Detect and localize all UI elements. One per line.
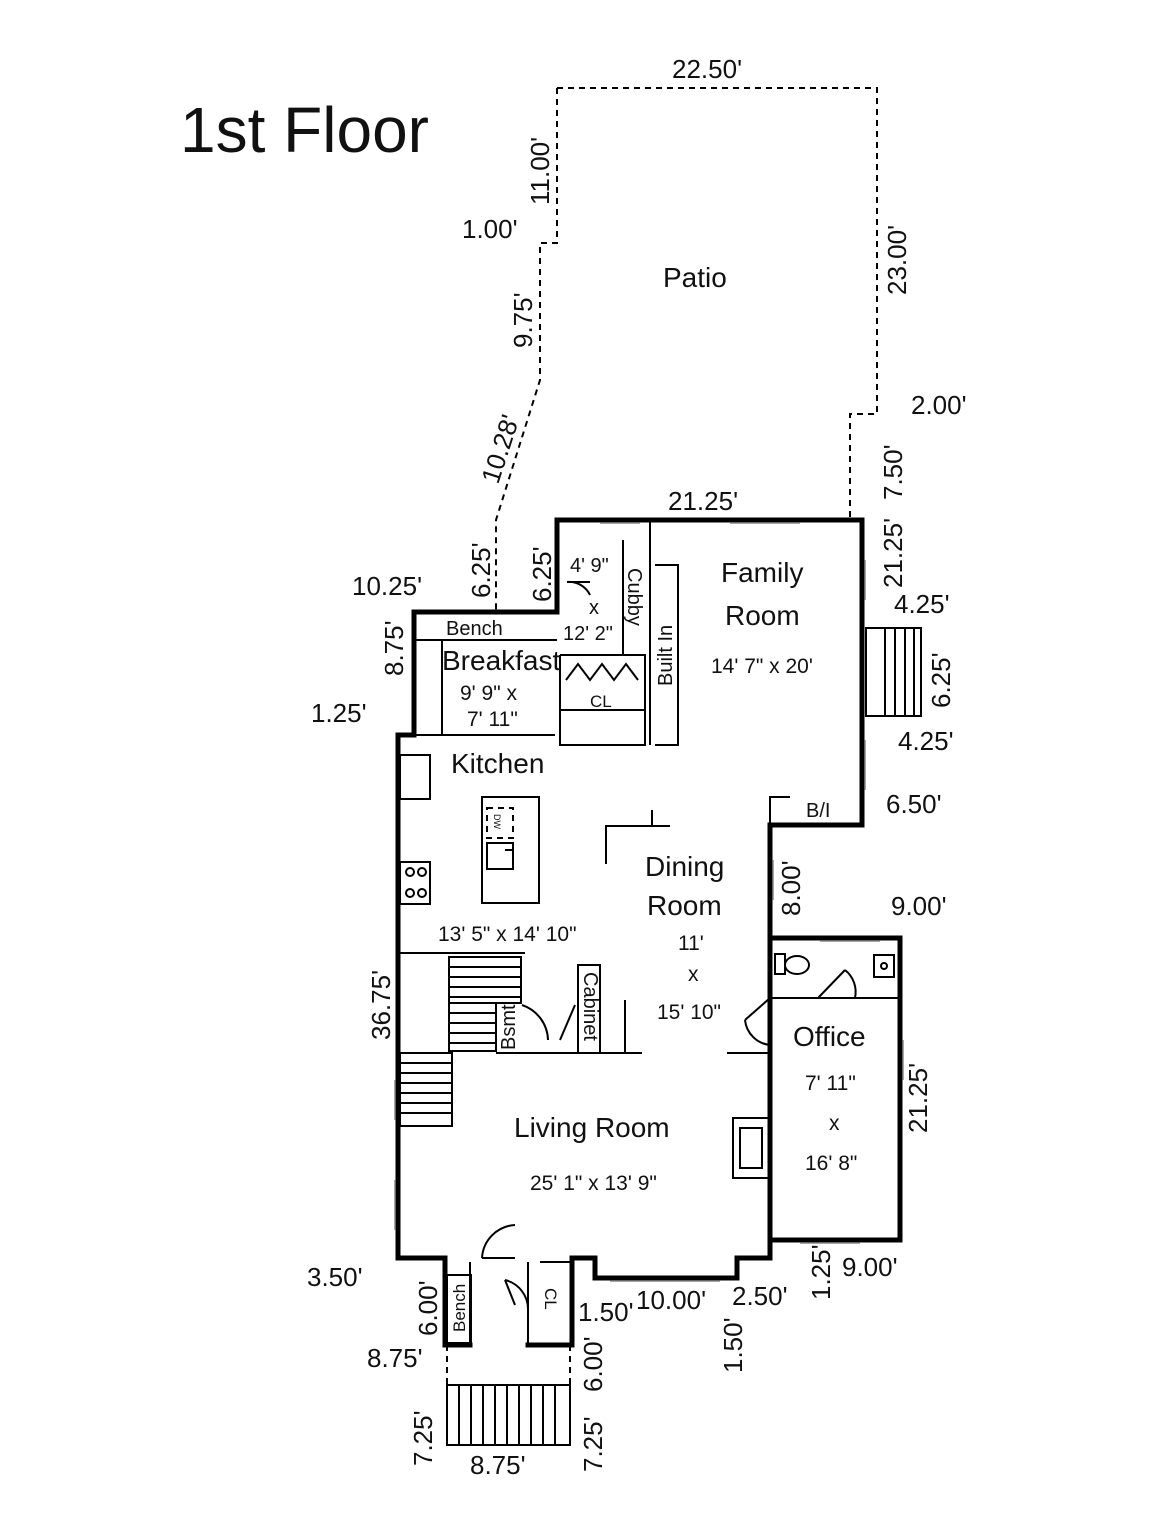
windows: [394, 522, 904, 1282]
label-office-size-3: 16' 8": [805, 1152, 857, 1175]
label-cl-bottom: CL: [541, 1288, 560, 1310]
dim-patio-top: 22.50': [672, 54, 742, 84]
label-office-size-1: 7' 11": [805, 1072, 856, 1095]
stairs: [400, 966, 521, 1114]
dim-front-step-c: 1.50': [718, 1317, 748, 1373]
dim-front-bay: 10.00': [636, 1285, 706, 1315]
label-dining-1: Dining: [645, 851, 724, 882]
dim-foyer-right: 6.00': [578, 1336, 608, 1392]
dim-kitchen-step: 1.25': [311, 698, 367, 728]
label-bi: B/I: [806, 800, 830, 822]
dim-office-right: 21.25': [903, 1063, 933, 1133]
label-family-size: 14' 7" x 20': [711, 655, 813, 678]
foyer: [446, 1261, 570, 1344]
dim-foyer-bottom: 8.75': [367, 1343, 423, 1373]
dim-family-top: 21.25': [668, 486, 738, 516]
label-dw: DW: [492, 814, 502, 829]
label-kitchen: Kitchen: [451, 748, 544, 779]
dim-breakfast-top: 10.25': [352, 571, 422, 601]
dim-patio-left-mid: 9.75': [508, 292, 538, 348]
dim-bay-depth: 6.25': [926, 652, 956, 708]
dim-patio-bottom-right: 2.00': [911, 390, 967, 420]
kitchen-fixtures: [399, 754, 540, 905]
dim-left-bottom: 3.50': [307, 1262, 363, 1292]
dim-bay-top: 4.25': [894, 589, 950, 619]
floor-title: 1st Floor: [180, 94, 429, 166]
dim-family-right: 21.25': [878, 518, 908, 588]
label-bench-bottom: Bench: [450, 1284, 469, 1332]
interior-walls: [399, 520, 900, 1179]
label-office-size-2: x: [829, 1112, 840, 1135]
label-breakfast: Breakfast: [442, 645, 560, 676]
label-family-1: Family: [721, 557, 803, 588]
label-closet-x: x: [589, 597, 599, 619]
dim-dining-right: 8.00': [776, 860, 806, 916]
dim-office-step: 1.25': [806, 1244, 836, 1300]
dim-patio-diag: 10.28': [475, 411, 525, 487]
label-patio: Patio: [663, 262, 727, 293]
dim-patio-right: 23.00': [882, 225, 912, 295]
label-cl-top: CL: [590, 692, 612, 711]
dim-front-step-a: 1.50': [578, 1297, 634, 1327]
label-office: Office: [793, 1021, 866, 1052]
dim-bi-step: 6.50': [886, 789, 942, 819]
dim-patio-left-upper: 11.00': [525, 137, 555, 205]
label-kitchen-size: 13' 5" x 14' 10": [438, 923, 577, 946]
label-bench-top: Bench: [446, 618, 503, 640]
doors: [481, 580, 857, 1311]
exterior-walls: [395, 517, 903, 1348]
dim-porch-right: 7.25': [578, 1416, 608, 1472]
label-living-size: 25' 1" x 13' 9": [530, 1172, 657, 1195]
label-bsmt: Bsmt: [498, 1004, 520, 1050]
dim-porch-left: 7.25': [408, 1410, 438, 1466]
dim-breakfast-step-b: 6.25': [527, 546, 557, 602]
dim-patio-step: 1.00': [462, 214, 518, 244]
office-fixtures: [774, 953, 895, 978]
label-dining-size-2: x: [688, 963, 699, 986]
dim-office-bottom: 9.00': [842, 1252, 898, 1282]
patio-outline: [495, 87, 878, 610]
label-breakfast-size-1: 9' 9" x: [460, 682, 517, 705]
label-cabinet: Cabinet: [579, 972, 601, 1041]
dim-front-step-b: 2.50': [732, 1281, 788, 1311]
dim-bay-bottom: 4.25': [898, 726, 954, 756]
label-cubby: Cubby: [623, 568, 645, 626]
dim-office-top: 9.00': [891, 891, 947, 921]
label-family-2: Room: [725, 600, 800, 631]
label-living: Living Room: [514, 1112, 670, 1143]
label-closet-w: 4' 9": [570, 555, 609, 577]
label-built-in: Built In: [655, 625, 677, 686]
label-breakfast-size-2: 7' 11": [467, 708, 518, 731]
dim-breakfast-left: 8.75': [379, 620, 409, 676]
porch-steps: [446, 1345, 571, 1446]
label-closet-h: 12' 2": [563, 623, 613, 645]
label-dining-size-1: 11': [678, 932, 704, 955]
dim-porch-bottom: 8.75': [470, 1450, 526, 1480]
label-dining-size-3: 15' 10": [657, 1001, 721, 1024]
dim-foyer-left: 6.00': [413, 1280, 443, 1336]
bay-steps: [859, 622, 922, 720]
label-dining-2: Room: [647, 890, 722, 921]
dim-patio-lower-right: 7.50': [878, 444, 908, 500]
dim-left-wall: 36.75': [366, 970, 396, 1040]
dim-breakfast-step-a: 6.25': [466, 542, 496, 598]
